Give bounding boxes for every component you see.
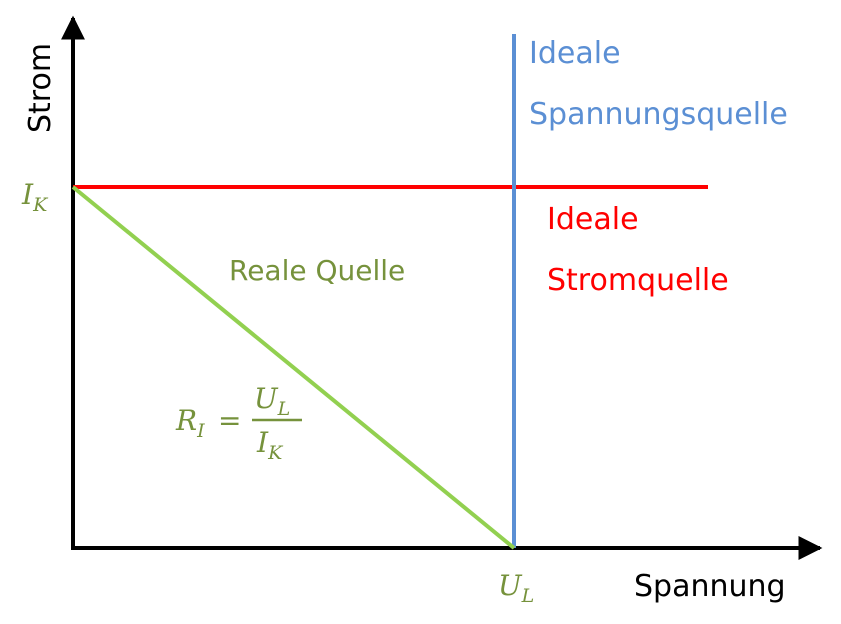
voltage-source-label-line2: Spannungsquelle <box>529 97 788 132</box>
y-tick-label-ik: IK <box>21 178 49 216</box>
svg-text:UL: UL <box>254 382 290 420</box>
svg-text:RI: RI <box>175 404 205 442</box>
x-tick-label-ul: UL <box>498 569 534 607</box>
svg-text:IK: IK <box>256 426 284 464</box>
current-source-label-line2: Stromquelle <box>547 263 729 298</box>
y-axis-label: Strom <box>23 43 58 133</box>
voltage-source-label-line1: Ideale <box>529 36 621 71</box>
real-source-label: Reale Quelle <box>229 254 405 287</box>
x-axis-label: Spannung <box>634 569 786 604</box>
current-source-label-line1: Ideale <box>547 202 639 237</box>
real-source-line <box>71 185 516 550</box>
svg-text:=: = <box>218 404 241 437</box>
internal-resistance-formula: RI = UL IK <box>175 382 302 464</box>
